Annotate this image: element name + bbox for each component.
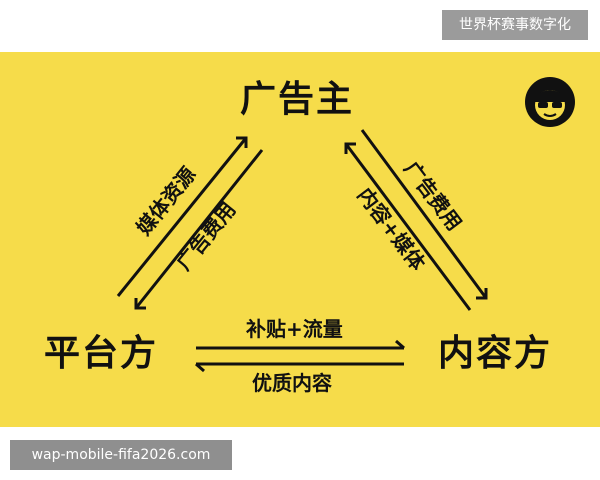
edge-label-content-to-platform: 优质内容 — [252, 371, 332, 395]
arrow-content-to-advertiser — [344, 142, 472, 311]
arrow-advertiser-to-content — [360, 129, 488, 300]
arrow-advertiser-to-platform — [134, 149, 264, 310]
node-advertiser: 广告主 — [240, 79, 355, 120]
corner-tag: 世界杯赛事数字化 — [442, 10, 588, 40]
arrow-content-to-platform — [195, 362, 404, 373]
node-content-party: 内容方 — [438, 333, 553, 374]
arrow-platform-to-content — [196, 339, 405, 350]
watermark-tag: wap-mobile-fifa2026.com — [10, 440, 232, 470]
node-platform: 平台方 — [44, 333, 159, 374]
arrow-platform-to-advertiser — [116, 136, 248, 297]
edge-label-platform-to-content: 补贴+流量 — [246, 317, 343, 341]
cartoon-face-logo-icon — [525, 77, 575, 127]
